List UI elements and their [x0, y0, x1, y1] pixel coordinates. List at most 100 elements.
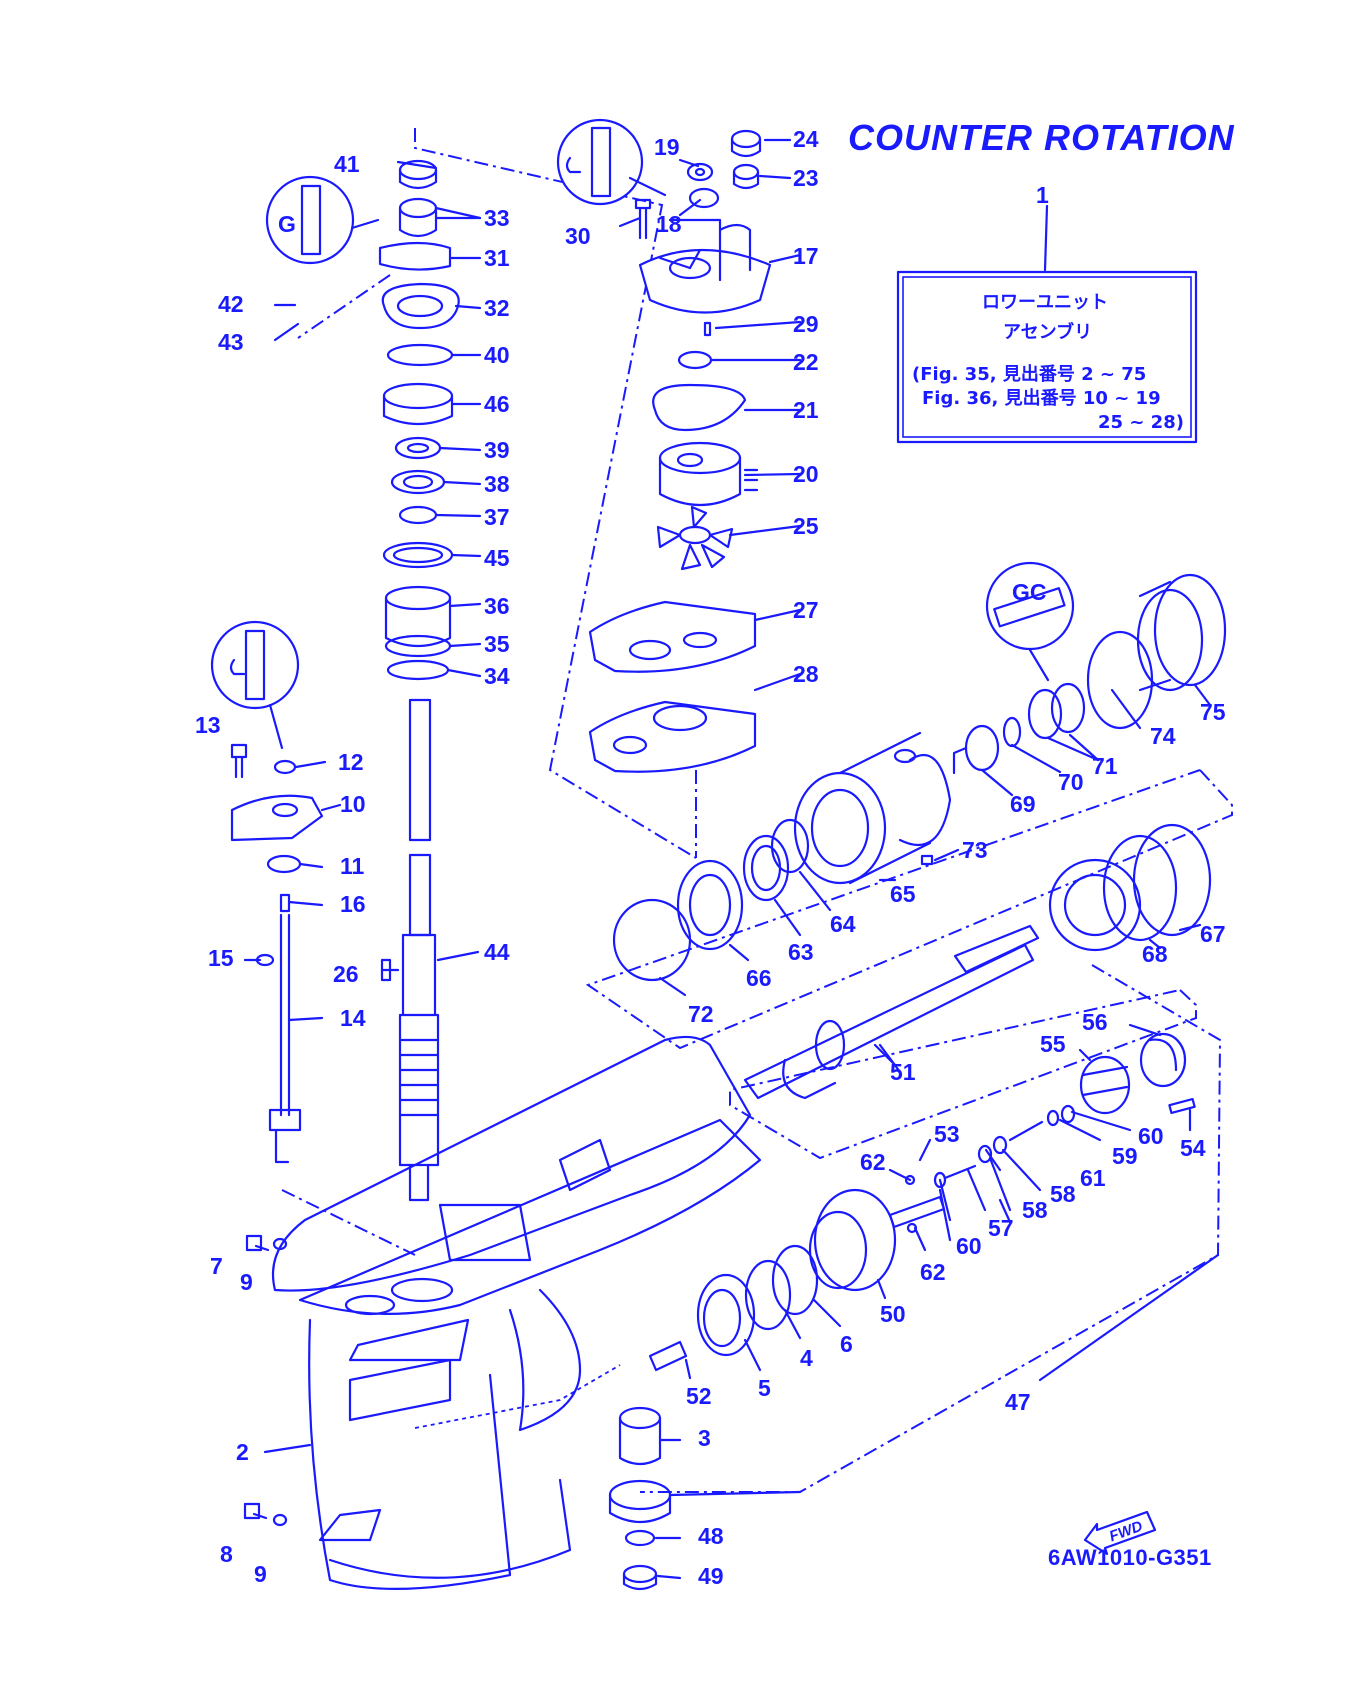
svg-text:G: G: [278, 211, 296, 237]
callout-47: 47: [1005, 1389, 1031, 1415]
assembly-ref-line1: (Fig. 35, 見出番号 2 ~ 75: [912, 363, 1146, 385]
callout-53: 53: [934, 1121, 960, 1147]
callout-73: 73: [962, 837, 988, 863]
callout-64: 64: [830, 911, 856, 937]
callout-52: 52: [686, 1383, 712, 1409]
callout-21: 21: [793, 397, 819, 423]
callout-14: 14: [340, 1005, 366, 1031]
callout-49: 49: [698, 1563, 724, 1589]
callout-33: 33: [484, 205, 510, 231]
callout-48: 48: [698, 1523, 724, 1549]
callout-13: 13: [195, 712, 221, 738]
lower-case: [271, 1035, 762, 1590]
callout-27: 27: [793, 597, 819, 623]
hardware-bolts: [243, 1234, 288, 1527]
callout-labels: 24 23 19 18 30 17 29 22 21 20 25 27 28 4…: [195, 126, 1226, 1589]
callout-3: 3: [698, 1425, 711, 1451]
callout-59: 59: [1112, 1143, 1138, 1169]
callout-46: 46: [484, 391, 510, 417]
callout-74: 74: [1150, 723, 1176, 749]
callout-44: 44: [484, 939, 510, 965]
svg-text:GC: GC: [1012, 579, 1047, 605]
callout-9-lower: 9: [254, 1561, 267, 1587]
callout-43: 43: [218, 329, 244, 355]
callout-50: 50: [880, 1301, 906, 1327]
callout-65: 65: [890, 881, 916, 907]
shift-rod-group: [210, 620, 324, 1164]
callout-20: 20: [793, 461, 819, 487]
callout-62-lower: 62: [920, 1259, 946, 1285]
callout-40: 40: [484, 342, 510, 368]
callout-55: 55: [1040, 1031, 1066, 1057]
callout-32: 32: [484, 295, 510, 321]
callout-51: 51: [890, 1059, 916, 1085]
callout-63: 63: [788, 939, 814, 965]
drawing-code: 6AW1010-G351: [1048, 1545, 1212, 1570]
callout-2: 2: [236, 1439, 249, 1465]
callout-1: 1: [1036, 182, 1049, 208]
callout-61: 61: [1080, 1165, 1106, 1191]
callout-12: 12: [338, 749, 364, 775]
callout-57: 57: [988, 1215, 1014, 1241]
callout-71: 71: [1092, 753, 1118, 779]
callout-25: 25: [793, 513, 819, 539]
callout-16: 16: [340, 891, 366, 917]
callout-8: 8: [220, 1541, 233, 1567]
callout-5: 5: [758, 1375, 771, 1401]
leader-lines: [243, 138, 1220, 1580]
callout-37: 37: [484, 504, 510, 530]
assembly-box: 1 ロワーユニット アセンブリ (Fig. 35, 見出番号 2 ~ 75 Fi…: [896, 182, 1198, 444]
callout-38: 38: [484, 471, 510, 497]
diagram-title: COUNTER ROTATION: [848, 117, 1235, 158]
callout-10: 10: [340, 791, 366, 817]
callout-58-right: 58: [1050, 1181, 1076, 1207]
callout-9: 9: [240, 1269, 253, 1295]
callout-56: 56: [1082, 1009, 1108, 1035]
callout-54: 54: [1180, 1135, 1206, 1161]
callout-58: 58: [1022, 1197, 1048, 1223]
callout-31: 31: [484, 245, 510, 271]
callout-67: 67: [1200, 921, 1226, 947]
callout-60: 60: [1138, 1123, 1164, 1149]
callout-69: 69: [1010, 791, 1036, 817]
callout-35: 35: [484, 631, 510, 657]
callout-68: 68: [1142, 941, 1168, 967]
callout-22: 22: [793, 349, 819, 375]
grease-e-icon: [556, 118, 667, 206]
callout-66: 66: [746, 965, 772, 991]
callout-23: 23: [793, 165, 819, 191]
callout-70: 70: [1058, 769, 1084, 795]
callout-28: 28: [793, 661, 819, 687]
callout-34: 34: [484, 663, 510, 689]
callout-26: 26: [333, 961, 359, 987]
callout-42: 42: [218, 291, 244, 317]
callout-60-lower: 60: [956, 1233, 982, 1259]
callout-18: 18: [656, 211, 682, 237]
callout-11: 11: [340, 853, 365, 879]
callout-19: 19: [654, 134, 680, 160]
water-pump-group: [556, 118, 772, 773]
assembly-name-line1: ロワーユニット: [982, 292, 1108, 313]
callout-41: 41: [334, 151, 360, 177]
callout-30: 30: [565, 223, 591, 249]
callout-4: 4: [800, 1345, 813, 1371]
callout-72: 72: [688, 1001, 714, 1027]
callout-45: 45: [484, 545, 510, 571]
grease-gc-icon: GC: [985, 561, 1075, 682]
assembly-ref-line3: 25 ~ 28): [1098, 412, 1184, 433]
propeller-shaft-group: GC: [608, 561, 1227, 1591]
callout-29: 29: [793, 311, 819, 337]
callout-39: 39: [484, 437, 510, 463]
callout-6: 6: [840, 1331, 853, 1357]
grease-e-icon: [210, 620, 300, 750]
callout-62: 62: [860, 1149, 886, 1175]
callout-24: 24: [793, 126, 819, 152]
callout-7: 7: [210, 1253, 223, 1279]
grease-gc-icon: G: [265, 175, 380, 265]
assembly-name-line2: アセンブリ: [1003, 321, 1092, 343]
callout-17: 17: [793, 243, 819, 269]
callout-15: 15: [208, 945, 234, 971]
callout-36: 36: [484, 593, 510, 619]
